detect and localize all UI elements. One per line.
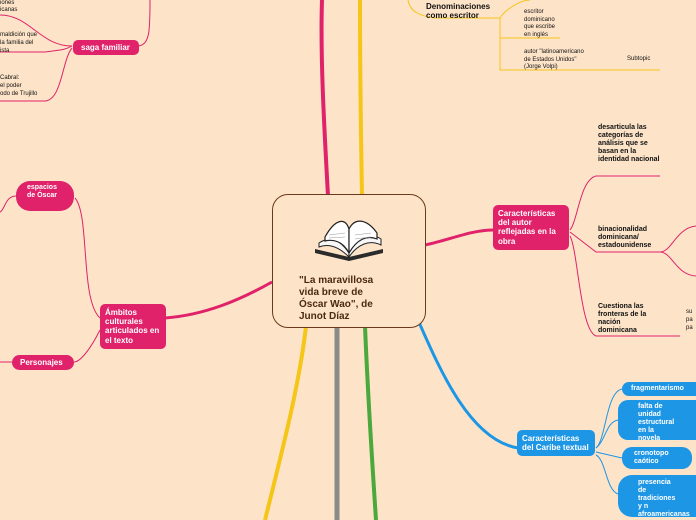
snippet-top-1: iones [0,0,15,6]
snippet-mid-3: ista [0,48,10,54]
central-title: "La maravillosa vida breve de Óscar Wao"… [299,275,374,322]
node-personajes[interactable]: Personajes [12,355,74,371]
subnode-subtopic[interactable]: Subtopic [627,56,651,62]
open-book-icon [315,220,383,261]
node-caracteristicas-caribe[interactable]: Características del Caribe textual [517,430,595,457]
node-cuestiona-fronteras[interactable]: Cuestiona las fronteras de la nación dom… [598,303,647,335]
node-espacios-oscar[interactable]: espacios de Óscar [16,181,74,211]
node-caracteristicas-autor[interactable]: Características del autor reflejadas en … [493,205,569,250]
node-ambitos-culturales[interactable]: Ámbitos culturales articulados en el tex… [100,304,166,349]
subnode-autor-latinoamericano[interactable]: autor "latinoamericano de Estados Unidos… [524,49,584,70]
node-desarticula-categorias[interactable]: desarticula las categorías de análisis q… [598,124,660,164]
node-falta-unidad[interactable]: falta de unidad estructural en la novela [618,400,696,440]
snippet-su: su [686,309,693,315]
node-presencia-tradiciones[interactable]: presencia de tradiciones y n afroamerica… [618,475,696,517]
snippet-bot-1: Cabral: [0,75,20,81]
snippet-bot-3: odo de Trujillo [0,91,38,97]
node-binacionalidad[interactable]: binacionalidad dominicana/ estadounidens… [598,226,652,250]
snippet-mid-1: maldición que [0,32,38,38]
snippet-top-2: icanas [0,7,18,13]
node-denominaciones[interactable]: Denominaciones como escritor [426,2,491,21]
snippet-bot-2: el poder [0,83,22,89]
node-fragmentarismo[interactable]: fragmentarismo [622,382,696,397]
snippet-mid-2: la familia del [0,40,34,46]
node-cronotopo[interactable]: cronotopo caótico [622,447,692,469]
node-saga-familiar[interactable]: saga familiar [73,40,139,56]
subnode-escritor-dominicano[interactable]: escritor dominicano que escribe en inglé… [524,9,556,38]
snippet-pa-1: pa [686,317,693,323]
snippet-pa-2: pa [686,325,693,331]
central-topic[interactable]: "La maravillosa vida breve de Óscar Wao"… [272,194,426,328]
